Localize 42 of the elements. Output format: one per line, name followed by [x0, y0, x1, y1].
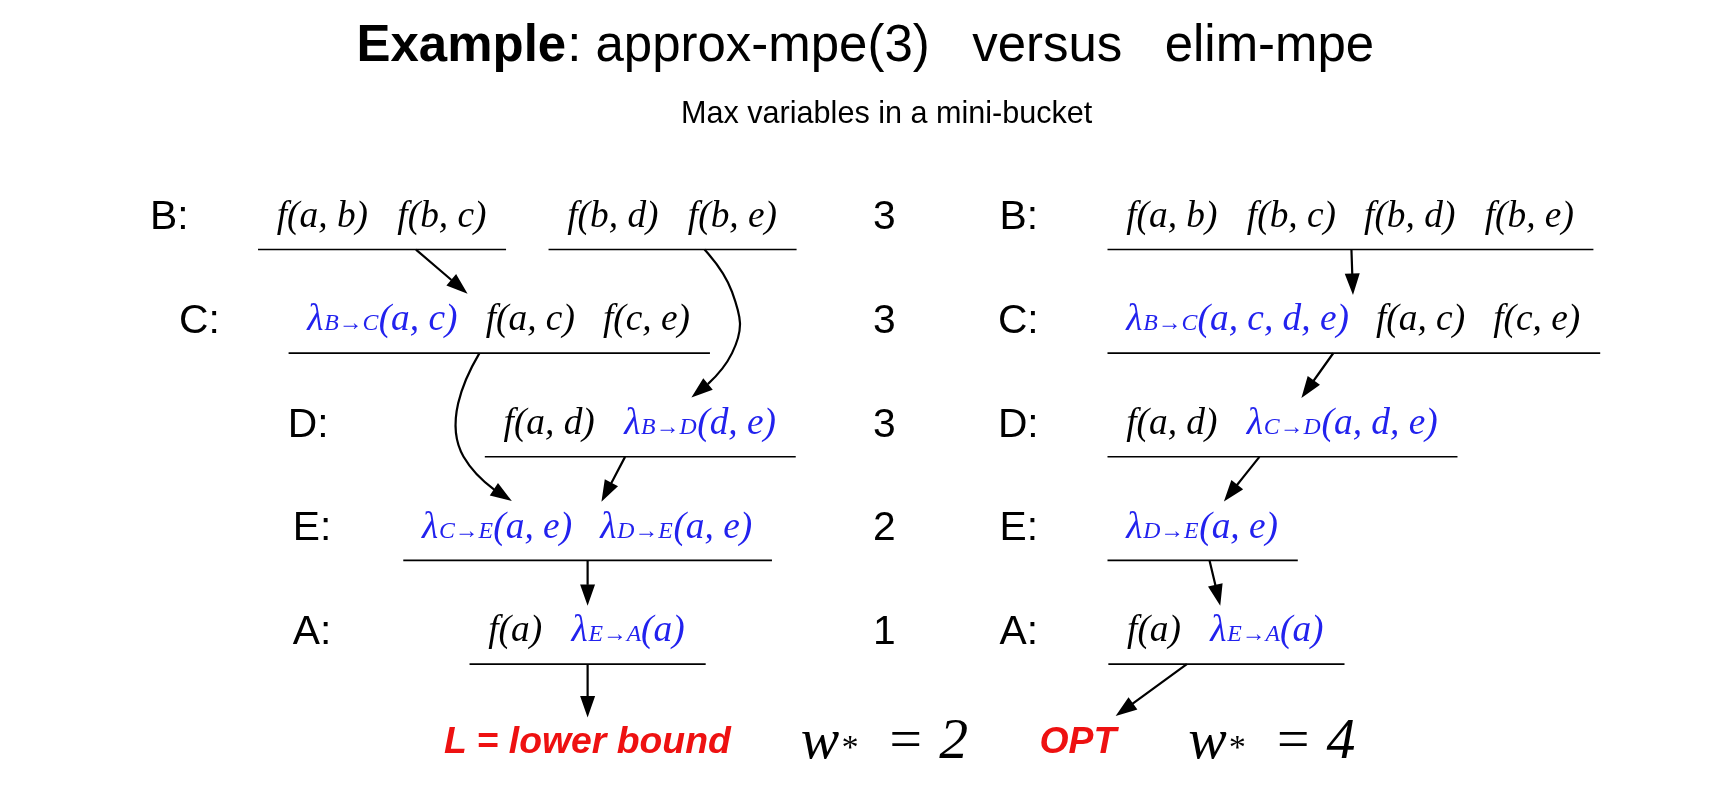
arrow — [579, 560, 595, 606]
node-text: λD→E(a, e) — [1125, 504, 1278, 546]
label: 3 — [872, 296, 896, 343]
arrow — [1223, 456, 1260, 502]
label: w* = 2 — [800, 706, 968, 770]
label: D: — [287, 399, 329, 446]
node-text: f(b, d) f(b, e) — [566, 193, 777, 235]
arrow — [579, 664, 595, 718]
arrow — [414, 248, 468, 294]
label: B: — [149, 192, 189, 239]
node-text: f(a, d) λC→D(a, d, e) — [1125, 401, 1438, 442]
arrow — [600, 456, 626, 502]
label: B: — [999, 192, 1038, 239]
label: E: — [999, 503, 1038, 550]
label: E: — [292, 503, 331, 550]
node-text: λC→E(a, e) λD→E(a, e) — [421, 504, 752, 546]
node-text: f(a) λE→A(a) — [1126, 608, 1324, 650]
label: C: — [178, 296, 220, 343]
arrow — [1300, 352, 1334, 398]
label: A: — [292, 606, 331, 653]
arrow — [454, 352, 512, 502]
arrow — [1344, 249, 1360, 295]
node-text: L = lower bound — [443, 718, 731, 761]
arrow — [1115, 663, 1187, 717]
label: w* = 4 — [1187, 706, 1355, 770]
label: 1 — [872, 606, 896, 653]
node-text: f(a) λE→A(a) — [487, 608, 685, 650]
label: A: — [999, 606, 1038, 653]
node-text: λB→C(a, c) f(a, c) f(c, e) — [306, 297, 690, 339]
node-text: f(a, b) f(b, c) — [276, 193, 487, 235]
label: 2 — [872, 503, 896, 550]
label: 3 — [872, 399, 896, 446]
arrow — [1207, 560, 1223, 606]
diagram-title: Example: approx-mpe(3) versus elim-mpe — [356, 14, 1374, 72]
node-text: f(a, b) f(b, c) f(b, d) f(b, e) — [1125, 193, 1574, 235]
label: C: — [997, 296, 1039, 343]
label: 3 — [872, 192, 896, 239]
arrow — [690, 248, 741, 398]
node-text: f(a, d) λB→D(d, e) — [503, 401, 776, 442]
label: Max variables in a mini-bucket — [680, 94, 1092, 129]
label: D: — [997, 399, 1039, 446]
node-text: λB→C(a, c, d, e) f(a, c) f(c, e) — [1125, 297, 1580, 339]
